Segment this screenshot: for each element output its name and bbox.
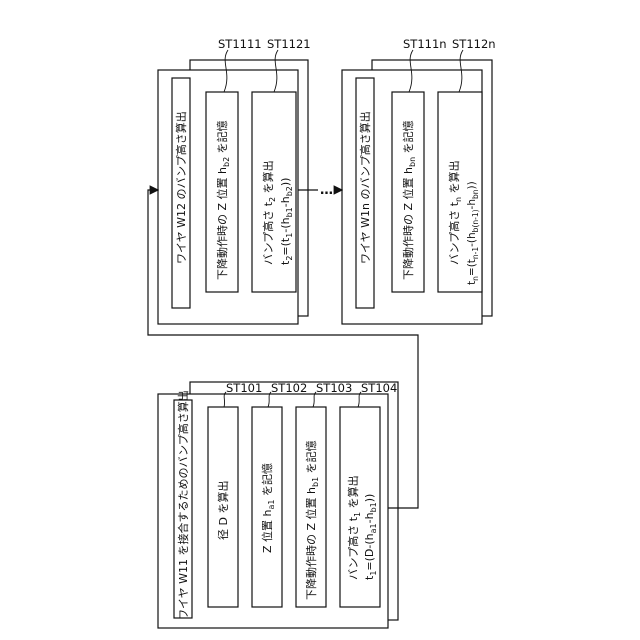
step-st112n-text-line1: バンプ高さ tn を算出 bbox=[447, 160, 463, 265]
group-w11-title: ワイヤ W11 を接合するためのバンプ高さ算出 bbox=[176, 390, 190, 620]
ref-st1121: ST1121 bbox=[267, 37, 311, 51]
ref-st112n: ST112n bbox=[452, 37, 496, 51]
ref-st101: ST101 bbox=[226, 381, 262, 395]
step-st1111-text: 下降動作時の Z 位置 hb2 を記憶 bbox=[215, 120, 231, 280]
step-st101-text: 径 D を算出 bbox=[216, 481, 230, 540]
ref-st104: ST104 bbox=[361, 381, 397, 395]
step-st104-text-line1: バンプ高さ t1 を算出 bbox=[346, 475, 362, 580]
group-w1n: ワイヤ W1n のバンプ高さ算出 下降動作時の Z 位置 hbn を記憶 バンプ… bbox=[342, 37, 496, 324]
ref-st102: ST102 bbox=[271, 381, 307, 395]
ref-st103: ST103 bbox=[316, 381, 352, 395]
group-w12: ワイヤ W12 のバンプ高さ算出 下降動作時の Z 位置 hb2 を記憶 バンプ… bbox=[158, 37, 311, 324]
group-w1n-title: ワイヤ W1n のバンプ高さ算出 bbox=[358, 111, 372, 264]
ref-st111n: ST111n bbox=[403, 37, 447, 51]
group-w12-title: ワイヤ W12 のバンプ高さ算出 bbox=[174, 111, 188, 264]
step-st111n-text: 下降動作時の Z 位置 hbn を記憶 bbox=[401, 120, 417, 280]
step-st103-text: 下降動作時の Z 位置 hb1 を記憶 bbox=[304, 440, 320, 600]
ref-st1111: ST1111 bbox=[218, 37, 262, 51]
step-st1121-text-line1: バンプ高さ t2 を算出 bbox=[261, 160, 277, 265]
ellipsis-marker: … bbox=[320, 183, 333, 198]
group-w11: ワイヤ W11 を接合するためのバンプ高さ算出 径 D を算出 Z 位置 ha1… bbox=[158, 381, 398, 628]
